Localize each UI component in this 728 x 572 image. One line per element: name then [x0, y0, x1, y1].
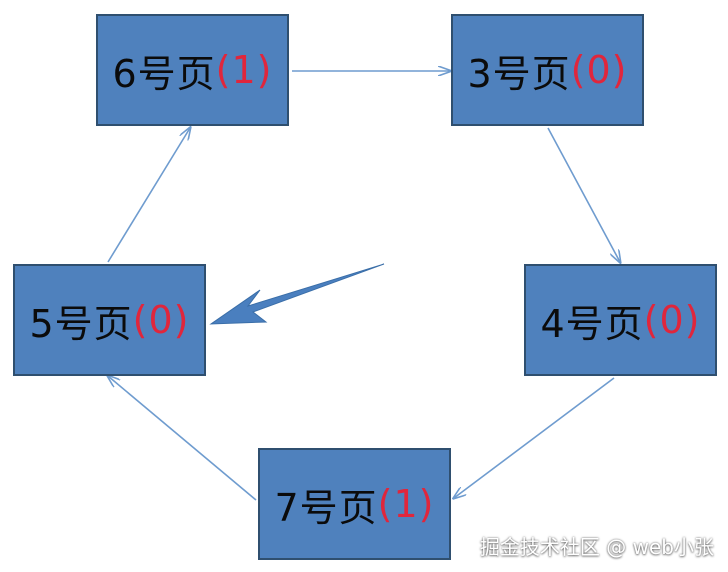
current-pointer-arrow — [209, 263, 385, 325]
node-page-4: 4号页(0) — [524, 264, 717, 376]
node-page-4-count: (0) — [643, 298, 701, 342]
node-page-5-label: 5号页 — [29, 301, 133, 346]
node-page-5: 5号页(0) — [13, 264, 206, 376]
node-page-3: 3号页(0) — [451, 14, 644, 126]
node-page-3-label: 3号页 — [467, 51, 571, 96]
edge-4-to-7 — [454, 377, 615, 498]
edge-3-to-4 — [547, 127, 620, 262]
node-page-7-count: (1) — [377, 482, 435, 526]
node-page-3-count: (0) — [570, 48, 628, 92]
node-page-7-label: 7号页 — [274, 485, 378, 530]
node-page-7: 7号页(1) — [258, 448, 451, 560]
watermark-text: 掘金技术社区 @ web小张 — [479, 535, 714, 559]
node-page-6-count: (1) — [215, 48, 273, 92]
edge-5-to-6 — [107, 128, 190, 263]
node-page-6: 6号页(1) — [96, 14, 289, 126]
node-page-6-label: 6号页 — [112, 51, 216, 96]
node-page-4-label: 4号页 — [540, 301, 644, 346]
node-page-5-count: (0) — [132, 298, 190, 342]
edge-7-to-5 — [108, 376, 257, 501]
